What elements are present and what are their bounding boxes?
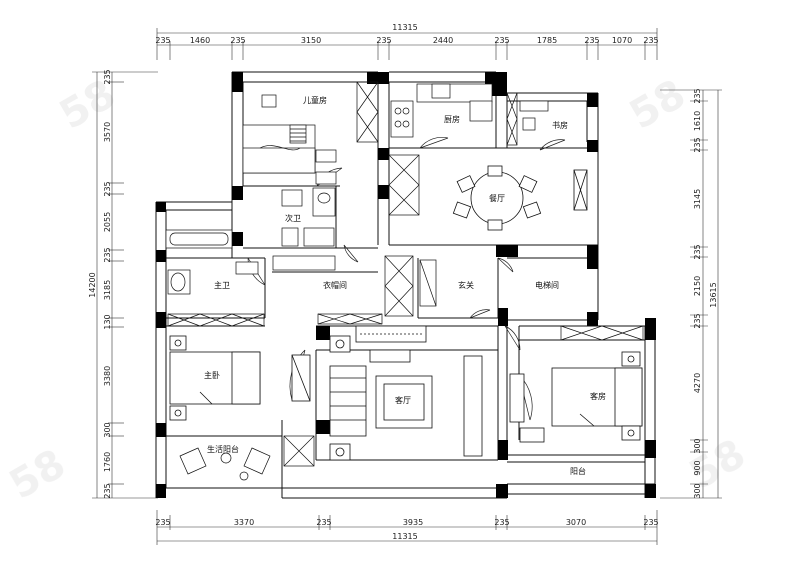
svg-text:3570: 3570 bbox=[103, 122, 112, 142]
living-room-furniture bbox=[329, 325, 483, 461]
dimension-right bbox=[660, 89, 722, 499]
svg-text:235: 235 bbox=[155, 518, 170, 527]
svg-text:1610: 1610 bbox=[693, 111, 702, 131]
bottom-total-label: 11315 bbox=[392, 532, 417, 541]
room-label-entrance: 玄关 bbox=[458, 280, 474, 290]
left-total-label: 14200 bbox=[88, 272, 97, 297]
svg-text:2440: 2440 bbox=[433, 36, 453, 45]
svg-text:3150: 3150 bbox=[301, 36, 321, 45]
room-label-dining: 餐厅 bbox=[489, 194, 505, 203]
dimension-bottom bbox=[156, 510, 658, 545]
svg-text:235: 235 bbox=[376, 36, 391, 45]
room-label-guest: 客房 bbox=[590, 391, 606, 401]
dimension-top-labels: 11315 235 1460 235 3150 235 2440 235 178… bbox=[155, 23, 658, 45]
columns bbox=[156, 72, 656, 498]
entrance-furniture bbox=[419, 259, 437, 307]
room-label-living: 客厅 bbox=[395, 395, 411, 405]
svg-text:58: 58 bbox=[2, 441, 73, 509]
svg-text:235: 235 bbox=[693, 244, 702, 259]
svg-text:3935: 3935 bbox=[403, 518, 423, 527]
cloakroom-furniture bbox=[272, 255, 336, 271]
svg-text:235: 235 bbox=[494, 518, 509, 527]
svg-text:4270: 4270 bbox=[693, 373, 702, 393]
master-bath-fixtures bbox=[165, 229, 259, 295]
svg-text:1460: 1460 bbox=[190, 36, 210, 45]
svg-text:235: 235 bbox=[103, 483, 112, 498]
svg-text:2150: 2150 bbox=[693, 276, 702, 296]
svg-text:3145: 3145 bbox=[693, 189, 702, 209]
kids-room-furniture bbox=[242, 94, 337, 185]
top-total-label: 11315 bbox=[392, 23, 417, 32]
svg-text:235: 235 bbox=[103, 181, 112, 196]
svg-text:1760: 1760 bbox=[103, 452, 112, 472]
svg-text:235: 235 bbox=[584, 36, 599, 45]
svg-text:235: 235 bbox=[693, 313, 702, 328]
svg-text:235: 235 bbox=[230, 36, 245, 45]
svg-text:130: 130 bbox=[103, 314, 112, 329]
svg-text:235: 235 bbox=[103, 69, 112, 84]
room-label-master-bedroom: 主卧 bbox=[204, 370, 220, 380]
wardrobes bbox=[167, 81, 644, 467]
room-label-utility-balcony: 生活阳台 bbox=[207, 444, 239, 454]
right-total-label: 13615 bbox=[709, 282, 718, 307]
svg-text:235: 235 bbox=[103, 247, 112, 262]
svg-text:58: 58 bbox=[622, 71, 693, 139]
svg-text:235: 235 bbox=[693, 88, 702, 103]
dimension-left-labels: 14200 235 3570 235 2055 235 3185 130 338… bbox=[88, 69, 112, 498]
svg-text:1785: 1785 bbox=[537, 36, 557, 45]
study-furniture bbox=[519, 100, 549, 131]
master-bedroom-furniture bbox=[169, 335, 311, 421]
svg-text:235: 235 bbox=[643, 36, 658, 45]
room-label-elevator: 电梯间 bbox=[535, 280, 559, 290]
room-labels: 儿童房 厨房 书房 餐厅 次卫 主卫 衣帽间 玄关 电梯间 主卧 客厅 客房 生… bbox=[204, 95, 606, 476]
room-label-cloakroom: 衣帽间 bbox=[323, 280, 347, 290]
svg-text:900: 900 bbox=[693, 460, 702, 475]
second-bath-fixtures bbox=[281, 187, 336, 247]
room-label-master-bath: 主卫 bbox=[214, 280, 230, 290]
svg-text:3380: 3380 bbox=[103, 366, 112, 386]
utility-balcony-furniture bbox=[179, 447, 271, 481]
svg-text:300: 300 bbox=[693, 483, 702, 498]
room-label-balcony: 阳台 bbox=[570, 466, 586, 476]
svg-text:58: 58 bbox=[52, 71, 123, 139]
svg-text:3370: 3370 bbox=[234, 518, 254, 527]
kitchen-furniture bbox=[390, 83, 493, 138]
svg-text:235: 235 bbox=[643, 518, 658, 527]
guest-room-furniture bbox=[509, 351, 643, 443]
dimension-bottom-labels: 235 3370 235 3935 235 3070 235 11315 bbox=[155, 518, 658, 541]
svg-text:235: 235 bbox=[316, 518, 331, 527]
svg-text:3185: 3185 bbox=[103, 280, 112, 300]
dimension-right-labels: 235 1610 235 3145 235 2150 235 4270 300 … bbox=[693, 88, 718, 498]
svg-text:235: 235 bbox=[693, 137, 702, 152]
room-label-study: 书房 bbox=[552, 120, 568, 130]
svg-text:300: 300 bbox=[103, 422, 112, 437]
svg-text:3070: 3070 bbox=[566, 518, 586, 527]
room-label-second-bath: 次卫 bbox=[285, 213, 301, 223]
room-label-kids: 儿童房 bbox=[303, 95, 327, 105]
dimension-top bbox=[156, 28, 658, 60]
dining-table bbox=[452, 165, 588, 231]
room-label-kitchen: 厨房 bbox=[444, 114, 460, 124]
svg-text:300: 300 bbox=[693, 438, 702, 453]
svg-text:235: 235 bbox=[494, 36, 509, 45]
svg-text:2055: 2055 bbox=[103, 212, 112, 232]
dimension-left bbox=[92, 71, 158, 499]
svg-text:1070: 1070 bbox=[612, 36, 632, 45]
svg-text:235: 235 bbox=[155, 36, 170, 45]
